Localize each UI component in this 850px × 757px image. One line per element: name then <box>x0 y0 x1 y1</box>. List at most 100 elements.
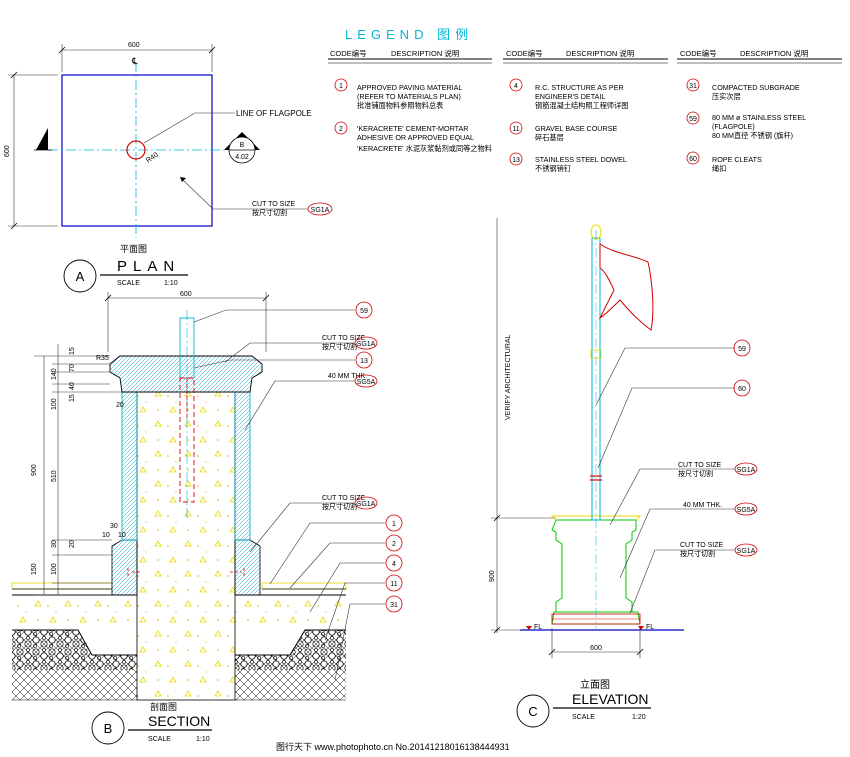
plan-section-ref-top: B <box>240 142 245 149</box>
legend-code: 1 <box>339 83 343 90</box>
section-callouts: 59 CUT TO SIZE 按尺寸切割 SG1A 13 40 MM THK. … <box>193 301 403 681</box>
legend-col-code-1: CODE编号 <box>330 48 367 58</box>
section-cut2: CUT TO SIZE <box>322 495 366 502</box>
legend-line2: ENGINEER'S DETAIL <box>535 92 605 101</box>
legend-item-1: 1 APPROVED PAVING MATERIAL (REFER TO MAT… <box>334 78 462 110</box>
section-thk-tag: SG5A <box>357 379 376 386</box>
legend-line2: 压实次层 <box>712 92 741 101</box>
plan-dim-left: 600 <box>4 145 11 157</box>
elevation-letter: C <box>528 704 537 719</box>
legend-code: 11 <box>512 126 519 133</box>
section-dim: 30 <box>51 540 58 548</box>
section-dim: 20 <box>69 540 76 548</box>
elevation-scale-value: 1:20 <box>632 714 646 721</box>
legend-item-4: 4 R.C. STRUCTURE AS PER ENGINEER'S DETAI… <box>509 78 628 110</box>
plan-radius: R40 <box>145 151 160 164</box>
elevation-cut1-tag: SG1A <box>737 467 756 474</box>
legend-col-desc-2: DESCRIPTION 说明 <box>566 48 634 58</box>
section-dim: 40 <box>69 382 76 390</box>
section-dim: 100 <box>51 563 58 575</box>
legend-line1: ROPE CLEATS <box>712 155 762 164</box>
elevation-callout-59: 59 <box>738 346 746 353</box>
section-cut1: CUT TO SIZE <box>322 335 366 342</box>
section-cut1-tag: SG1A <box>357 341 376 348</box>
section-title: SECTION <box>148 713 210 729</box>
legend-line1: COMPACTED SUBGRADE <box>712 83 800 92</box>
section-title-cn: 剖面图 <box>150 701 177 712</box>
section-r35: R35 <box>96 355 109 362</box>
section-scale-label: SCALE <box>148 736 171 743</box>
section-cut2-tag: SG1A <box>357 501 376 508</box>
section-dim: 15 <box>69 347 76 355</box>
legend-line2: 不锈钢销钉 <box>535 164 571 173</box>
legend-code: 60 <box>689 156 697 163</box>
section-dim: 510 <box>51 470 58 482</box>
section-callout-4: 4 <box>392 561 396 568</box>
section-view: 600 <box>11 291 403 745</box>
legend-line3: 80 MM直径 不锈钢 (旗杆) <box>712 131 793 140</box>
plan-cut-cn: 按尺寸切割 <box>252 208 287 217</box>
section-dim: 900 <box>31 464 38 476</box>
elevation-cut2: CUT TO SIZE <box>680 542 724 549</box>
plan-centerline: ℄ <box>131 56 138 66</box>
section-callout-1: 1 <box>392 521 396 528</box>
plan-section-ref-bottom: 4.02 <box>235 154 249 161</box>
elevation-cut2-tag: SG1A <box>737 548 756 555</box>
elevation-dim-left: 900 <box>489 570 496 582</box>
section-callout-59: 59 <box>360 308 368 315</box>
legend-line1: 80 MM ø STAINLESS STEEL <box>712 113 806 122</box>
section-callout-13: 13 <box>360 358 368 365</box>
flag-icon <box>598 243 654 331</box>
legend-line1: 'KERACRETE' CEMENT-MORTAR <box>357 124 469 133</box>
section-dim: 10 <box>118 532 126 539</box>
elevation-cut2-cn: 按尺寸切割 <box>680 549 715 558</box>
section-dim: 15 <box>69 394 76 402</box>
legend-line1: R.C. STRUCTURE AS PER <box>535 83 624 92</box>
legend-item-11: 11 GRAVEL BASE COURSE 碎石基层 <box>509 121 617 142</box>
elevation-thk: 40 MM THK. <box>683 502 722 509</box>
elevation-title: ELEVATION <box>572 691 649 707</box>
section-dim: 70 <box>69 364 76 372</box>
section-dim: 140 <box>51 368 58 380</box>
section-dim: 20 <box>116 402 124 409</box>
legend-col-desc-1: DESCRIPTION 说明 <box>391 48 459 58</box>
legend-line2: 绳扣 <box>712 164 726 173</box>
legend-line2: (REFER TO MATERIALS PLAN) <box>357 92 461 101</box>
elevation-cut1: CUT TO SIZE <box>678 462 722 469</box>
plan-scale-value: 1:10 <box>164 280 178 287</box>
legend-code: 2 <box>339 126 343 133</box>
legend-line3: 批准铺面物料参照物料总表 <box>357 101 443 110</box>
section-cut2-cn: 按尺寸切割 <box>322 502 357 511</box>
plan-title-cn: 平面图 <box>120 244 147 254</box>
legend-line2: 碎石基层 <box>535 133 564 142</box>
legend-code: 4 <box>514 83 518 90</box>
legend: LEGEND 图例 CODE编号 DESCRIPTION 说明 CODE编号 D… <box>328 27 842 173</box>
legend-item-59: 59 80 MM ø STAINLESS STEEL (FLAGPOLE) 80… <box>686 111 806 140</box>
plan-letter: A <box>76 269 85 284</box>
watermark: 图行天下 www.photophoto.cn No.20141218016138… <box>276 741 510 752</box>
section-dim: 30 <box>110 523 118 530</box>
elevation-title-cn: 立面图 <box>580 678 610 691</box>
section-dim: 10 <box>102 532 110 539</box>
plan-view: 600 600 ℄ LINE OF FLAGPOLE R40 CUT TO SI… <box>4 42 333 293</box>
legend-line2: ADHESIVE OR APPROVED EQUAL <box>357 133 474 142</box>
plan-cut-tag: SG1A <box>311 207 330 214</box>
elevation-fl-left: FL <box>534 624 542 631</box>
legend-line1: STAINLESS STEEL DOWEL <box>535 155 627 164</box>
elevation-callout-60: 60 <box>738 386 746 393</box>
plan-dim-top: 600 <box>128 42 140 49</box>
section-dim: 150 <box>31 563 38 575</box>
elevation-scale-label: SCALE <box>572 714 595 721</box>
elevation-dim-bottom: 600 <box>590 645 602 652</box>
plan-title: PLAN <box>117 258 180 275</box>
section-scale-value: 1:10 <box>196 736 210 743</box>
elevation-cut1-cn: 按尺寸切割 <box>678 469 713 478</box>
legend-line1: APPROVED PAVING MATERIAL <box>357 83 462 92</box>
elevation-thk-tag: SG5A <box>737 507 756 514</box>
legend-title: LEGEND 图例 <box>345 27 473 42</box>
elevation-view: VERIFY ARCHITECTURAL 900 FL FL 59 <box>489 218 758 728</box>
legend-item-31: 31 COMPACTED SUBGRADE 压实次层 <box>686 78 800 101</box>
legend-code: 13 <box>512 157 520 164</box>
legend-line2: (FLAGPOLE) <box>712 122 755 131</box>
